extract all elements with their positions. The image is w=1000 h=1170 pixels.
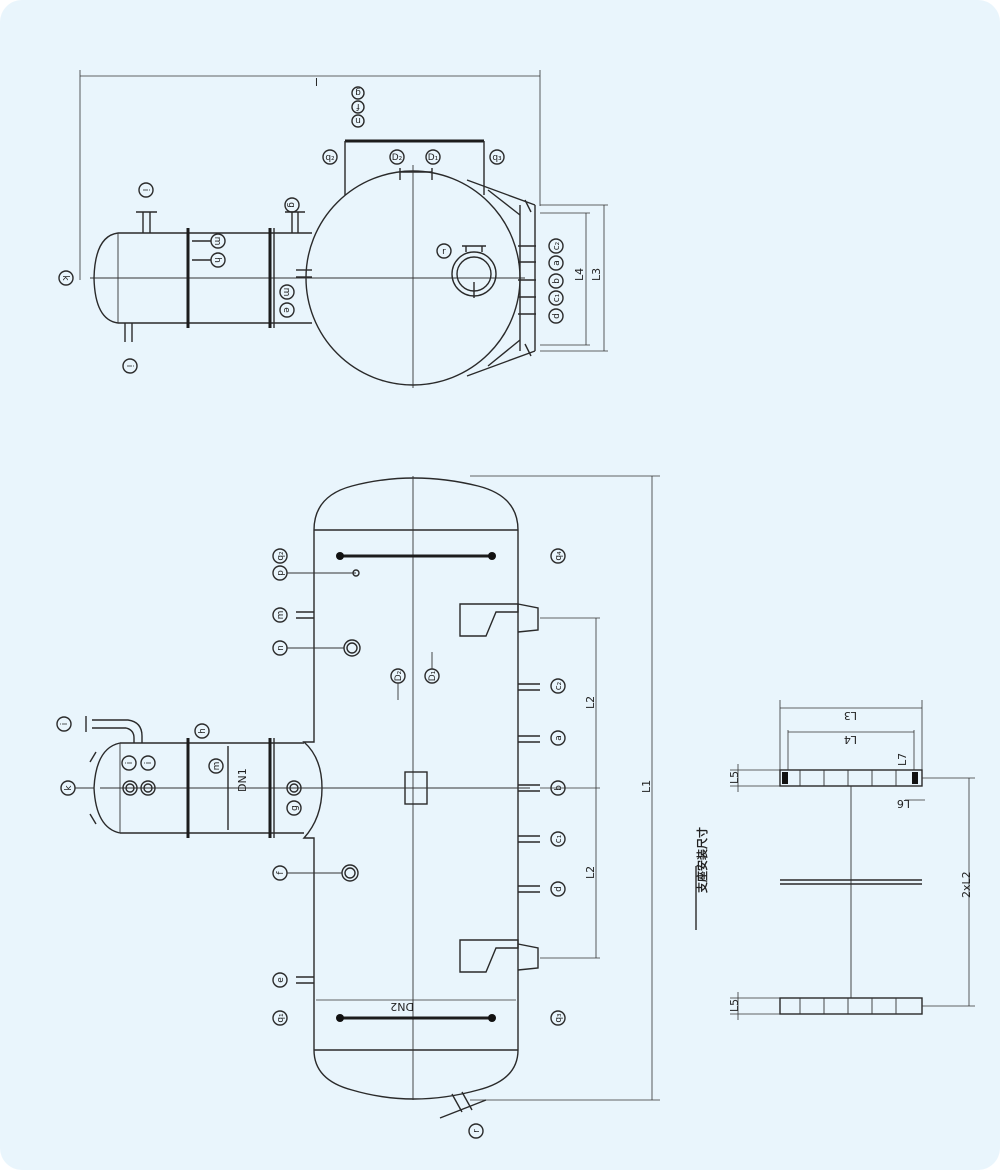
dim-l6: L6 [897, 797, 910, 810]
label-q2-front: q₂ [276, 551, 286, 561]
dim-l5-bot: L5 [728, 999, 741, 1012]
label-c2-top: c₂ [552, 241, 562, 250]
support-detail-title: 支座安装尺寸 [695, 827, 709, 894]
support-detail: 支座安装尺寸 L3 L4 L7 L6 [695, 700, 975, 1020]
label-l2-front: i [144, 762, 154, 765]
label-q3-front: q₃ [554, 1013, 564, 1023]
label-d-top: d [552, 313, 562, 319]
label-e-front: e [276, 977, 286, 983]
front-view: DN2 L1 L2 L2 c₂ a b c₁ d q₄ q₃ q₂ p [56, 475, 660, 1139]
label-q1-front: q₁ [276, 1013, 286, 1023]
label-g-front: g [290, 805, 300, 811]
label-h-front: h [198, 728, 208, 734]
label-c1-top: c₁ [552, 293, 562, 302]
dim-l: l [315, 75, 318, 88]
label-d2-front: D₂ [394, 670, 404, 681]
label-f-front: f [276, 871, 286, 875]
label-q4-front: q₄ [554, 551, 564, 561]
dim-2xl2: 2xL2 [960, 871, 973, 898]
dim-l4-top: L4 [573, 268, 586, 281]
label-r: r [442, 247, 446, 257]
label-i-front: i [60, 723, 70, 726]
label-e-top: e [281, 307, 291, 313]
label-f-top: f [356, 101, 360, 111]
dim-l5-top: L5 [728, 771, 741, 784]
label-m: m [212, 237, 222, 246]
label-p: p [276, 570, 286, 576]
label-c1-front: c₁ [554, 834, 564, 843]
label-a-front: a [554, 735, 564, 741]
label-k-front: k [64, 785, 74, 791]
label-g-top: g [355, 87, 361, 97]
dim-l7: L7 [896, 753, 909, 766]
label-b-front: b [554, 785, 564, 791]
top-view: l g f n q₂ D₂ D₁ q₃ r [58, 70, 608, 388]
label-i-bot: i [124, 365, 134, 368]
label-m-front: m [276, 611, 286, 620]
dim-l2-lower: L2 [584, 866, 597, 879]
dim-dn1: DN1 [236, 768, 249, 792]
dim-l2-upper: L2 [584, 696, 597, 709]
label-h: h [212, 257, 222, 263]
dim-dn2: DN2 [390, 1000, 414, 1013]
label-a-top: a [552, 260, 562, 266]
label-n-top: n [355, 115, 361, 125]
label-q2: q₂ [325, 153, 335, 163]
label-n-front: n [276, 645, 286, 651]
dim-l1: L1 [640, 780, 653, 793]
label-b-top: b [552, 278, 562, 284]
label-q3: q₃ [492, 153, 502, 163]
label-r-front: r [472, 1129, 482, 1133]
label-m2-front: m [212, 762, 222, 771]
label-k-top: k [60, 275, 70, 281]
label-m2-top: m [281, 288, 291, 297]
label-d-front: d [554, 886, 564, 892]
label-g-mid: g [286, 202, 296, 208]
dim-l4-support: L4 [844, 733, 857, 746]
dim-l3-top: L3 [590, 268, 603, 281]
label-i-top: i [140, 189, 150, 192]
dim-l3-support: L3 [844, 709, 857, 722]
label-d2: D₂ [392, 153, 403, 163]
label-c2-front: c₂ [554, 681, 564, 690]
label-d1: D₁ [428, 153, 439, 163]
label-l1-front: i [125, 762, 135, 765]
label-d1-front: D₁ [428, 670, 438, 681]
